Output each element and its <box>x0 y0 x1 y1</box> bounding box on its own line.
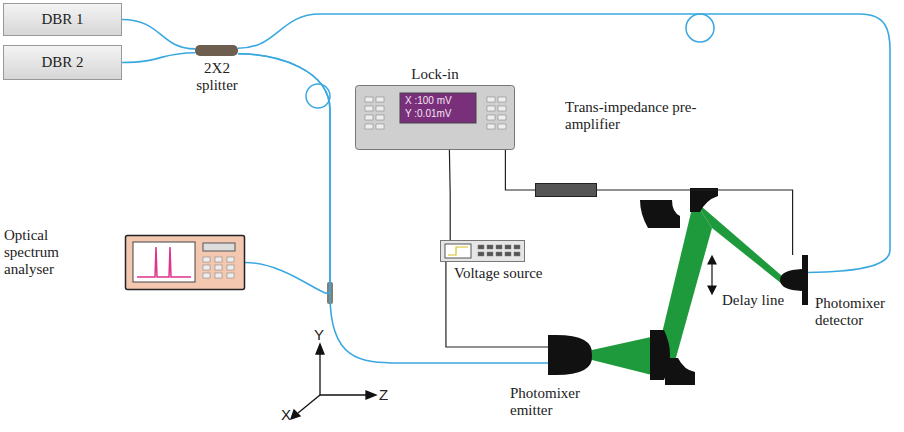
part-label: Delay line <box>722 292 792 309</box>
fiber-splitter: 2X2 splitter <box>195 45 238 56</box>
pre-amplifier: Trans-impedance pre-amplifier <box>535 183 597 197</box>
signal-wire <box>449 150 451 240</box>
node-label: Trans-impedance pre-amplifier <box>565 99 705 133</box>
lock-in-amplifier: Lock-inX :100 mVY :0.01mV <box>355 85 515 150</box>
voltage-source: Voltage source <box>440 240 525 262</box>
photomixer-shape <box>548 335 592 375</box>
node-label: Photomixer detector <box>815 295 895 329</box>
node-label: DBR 2 <box>3 54 122 71</box>
axis-label: Y <box>314 326 334 343</box>
axes <box>291 344 376 419</box>
optical-fiber <box>122 20 195 49</box>
optical-fiber <box>238 14 890 273</box>
signal-wire <box>597 190 793 255</box>
axis-label: Z <box>379 386 399 403</box>
optical-fiber <box>238 54 330 293</box>
photomixer: Photomixer emitter <box>548 335 592 375</box>
thz-beam <box>592 200 782 375</box>
display-readout: X :100 mV <box>405 95 473 107</box>
spectrum-analyser-shape <box>125 235 245 290</box>
fiber-loop <box>686 14 714 42</box>
display-readout: Y :0.01mV <box>405 108 473 120</box>
signal-wire <box>446 262 548 347</box>
laser-source: DBR 1 <box>3 3 122 36</box>
photomixer: Photomixer detector <box>780 255 808 305</box>
parabolic-mirror <box>640 188 718 385</box>
delay-arrow <box>708 256 716 294</box>
pre-amplifier-shape <box>535 183 597 197</box>
node-label: Lock-in <box>355 66 515 83</box>
fiber-loop <box>306 84 330 108</box>
signal-wire <box>505 150 535 190</box>
laser-source: DBR 2 <box>3 45 122 80</box>
voltage-source-shape <box>440 240 525 262</box>
optical-fiber <box>238 54 548 363</box>
node-label: Voltage source <box>454 265 544 282</box>
axis-label: X <box>281 406 301 423</box>
node-label: DBR 1 <box>3 11 122 28</box>
node-label: Photomixer emitter <box>510 385 594 419</box>
node-label: Optical spectrum analyser <box>4 227 72 278</box>
spectrum-analyser: Optical spectrum analyser <box>125 235 245 290</box>
node-label: 2X2 splitter <box>187 60 247 94</box>
optical-fiber <box>122 53 195 63</box>
fiber-splitter-shape <box>195 45 238 56</box>
photomixer-shape <box>780 255 808 305</box>
